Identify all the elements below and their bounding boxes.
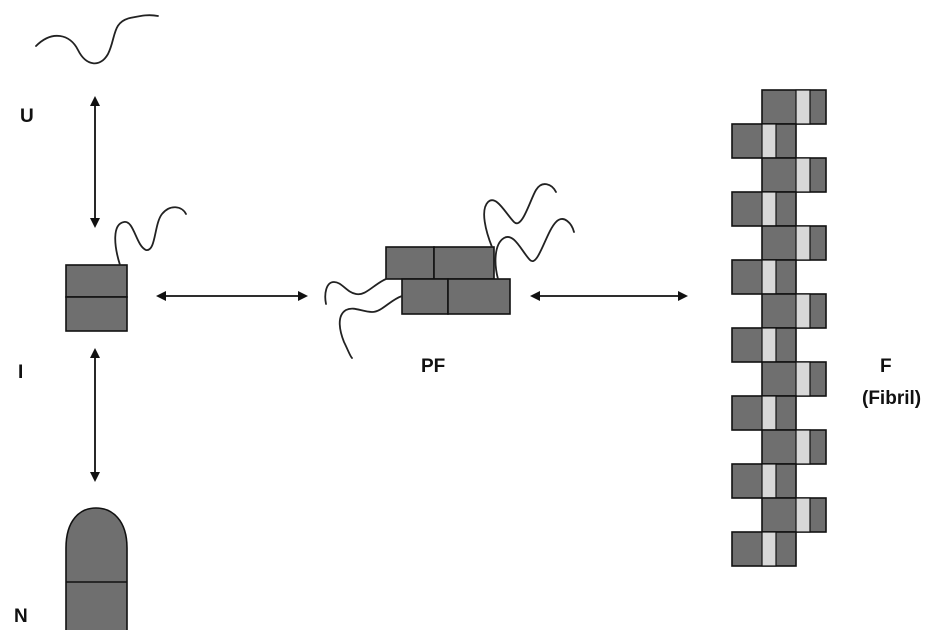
unfolded-chain <box>35 14 159 65</box>
fibril-block <box>761 293 827 329</box>
pf-chain-right-1 <box>483 183 557 248</box>
intermediate-block-bottom <box>65 296 128 332</box>
pf-chain-left-1 <box>324 278 387 305</box>
pf-block-2 <box>433 246 495 280</box>
label-i: I <box>18 362 23 383</box>
pf-block-3 <box>401 278 449 315</box>
fibril-block-gap <box>761 327 777 363</box>
fibril-block <box>761 361 827 397</box>
fibril-block-gap <box>795 89 811 125</box>
fibril-block-gap <box>795 225 811 261</box>
fibril-block-gap <box>761 395 777 431</box>
pf-block-4 <box>447 278 511 315</box>
fibril-block-gap <box>795 157 811 193</box>
label-f: F <box>880 356 892 377</box>
fibril-block-gap <box>761 463 777 499</box>
fibril-block-gap <box>761 123 777 159</box>
native-monomer <box>65 507 128 630</box>
fibril-block-gap <box>761 259 777 295</box>
label-fibril: (Fibril) <box>862 388 921 409</box>
label-n: N <box>14 606 28 627</box>
fibril-block <box>761 429 827 465</box>
fibril-block-gap <box>761 531 777 567</box>
fibril-block <box>761 225 827 261</box>
intermediate-dimer <box>65 206 187 332</box>
fibril <box>731 89 827 567</box>
protofibril <box>324 183 575 359</box>
label-u: U <box>20 106 34 127</box>
fibril-block <box>761 157 827 193</box>
label-pf: PF <box>421 356 445 377</box>
fibril-block <box>761 497 827 533</box>
pf-chain-left-2 <box>338 295 403 359</box>
pf-chain-right-2 <box>494 218 575 280</box>
native-shape <box>65 507 128 630</box>
intermediate-chain <box>114 206 187 266</box>
intermediate-block-top <box>65 264 128 298</box>
fibril-block <box>761 89 827 125</box>
fibril-block-gap <box>761 191 777 227</box>
fibril-block-gap <box>795 497 811 533</box>
fibril-block-gap <box>795 361 811 397</box>
fibril-block-gap <box>795 293 811 329</box>
pf-block-1 <box>385 246 435 280</box>
fibril-block-gap <box>795 429 811 465</box>
